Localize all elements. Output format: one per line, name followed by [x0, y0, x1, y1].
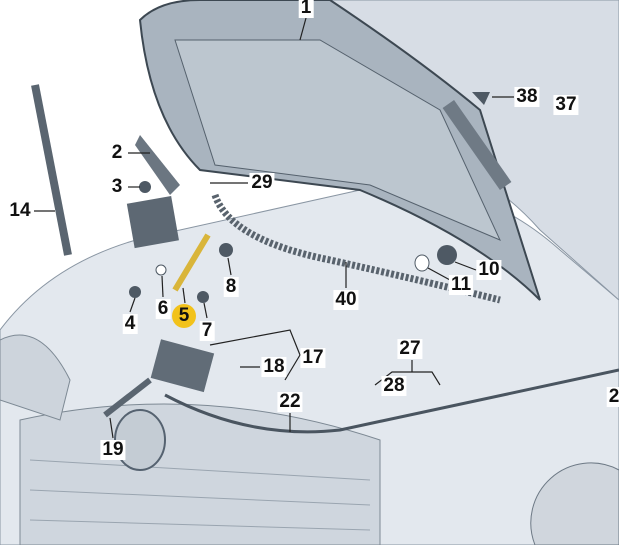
part-label-22: 22	[277, 391, 303, 412]
part-label-38: 38	[514, 86, 540, 107]
part-label-29: 29	[249, 172, 275, 193]
nut-3	[139, 181, 151, 193]
part-label-37: 37	[553, 94, 579, 115]
washer-6	[155, 264, 167, 276]
heated-washer-part-5	[172, 233, 211, 292]
part-label-5-highlighted: 5	[172, 304, 196, 328]
hood-insulation-strip	[442, 100, 512, 190]
clip-38	[472, 92, 490, 105]
part-label-18: 18	[261, 356, 287, 377]
grommet-11	[414, 254, 430, 272]
part-label-6: 6	[155, 298, 171, 319]
part-label-14: 14	[7, 200, 33, 221]
part-label-4: 4	[122, 313, 138, 334]
wheel	[530, 462, 619, 545]
bolt-19	[103, 377, 152, 418]
hood-hinge	[126, 195, 179, 249]
grille	[19, 403, 381, 545]
cable-22	[164, 368, 619, 434]
nut-8	[219, 243, 233, 257]
bolt-4	[129, 286, 141, 298]
gas-strut-14	[31, 84, 72, 256]
part-label-28: 28	[381, 375, 407, 396]
part-label-3: 3	[109, 176, 125, 197]
part-label-1: 1	[298, 0, 314, 18]
seal-40	[211, 193, 501, 304]
buffer-10	[437, 245, 457, 265]
nut-7	[197, 291, 209, 303]
part-label-7: 7	[199, 320, 215, 341]
lock-17	[150, 339, 215, 393]
part-label-40: 40	[333, 289, 359, 310]
part-label-2: 2	[109, 142, 125, 163]
hood-inner-panel	[174, 39, 501, 241]
hinge-arm	[135, 135, 180, 195]
part-label-27: 27	[397, 338, 423, 359]
headlight	[0, 334, 71, 421]
part-label-10: 10	[476, 259, 502, 280]
part-label-2-edge: 2	[606, 387, 619, 407]
part-label-19: 19	[100, 439, 126, 460]
part-label-17: 17	[300, 347, 326, 368]
part-label-8: 8	[223, 276, 239, 297]
part-label-11: 11	[448, 274, 474, 295]
